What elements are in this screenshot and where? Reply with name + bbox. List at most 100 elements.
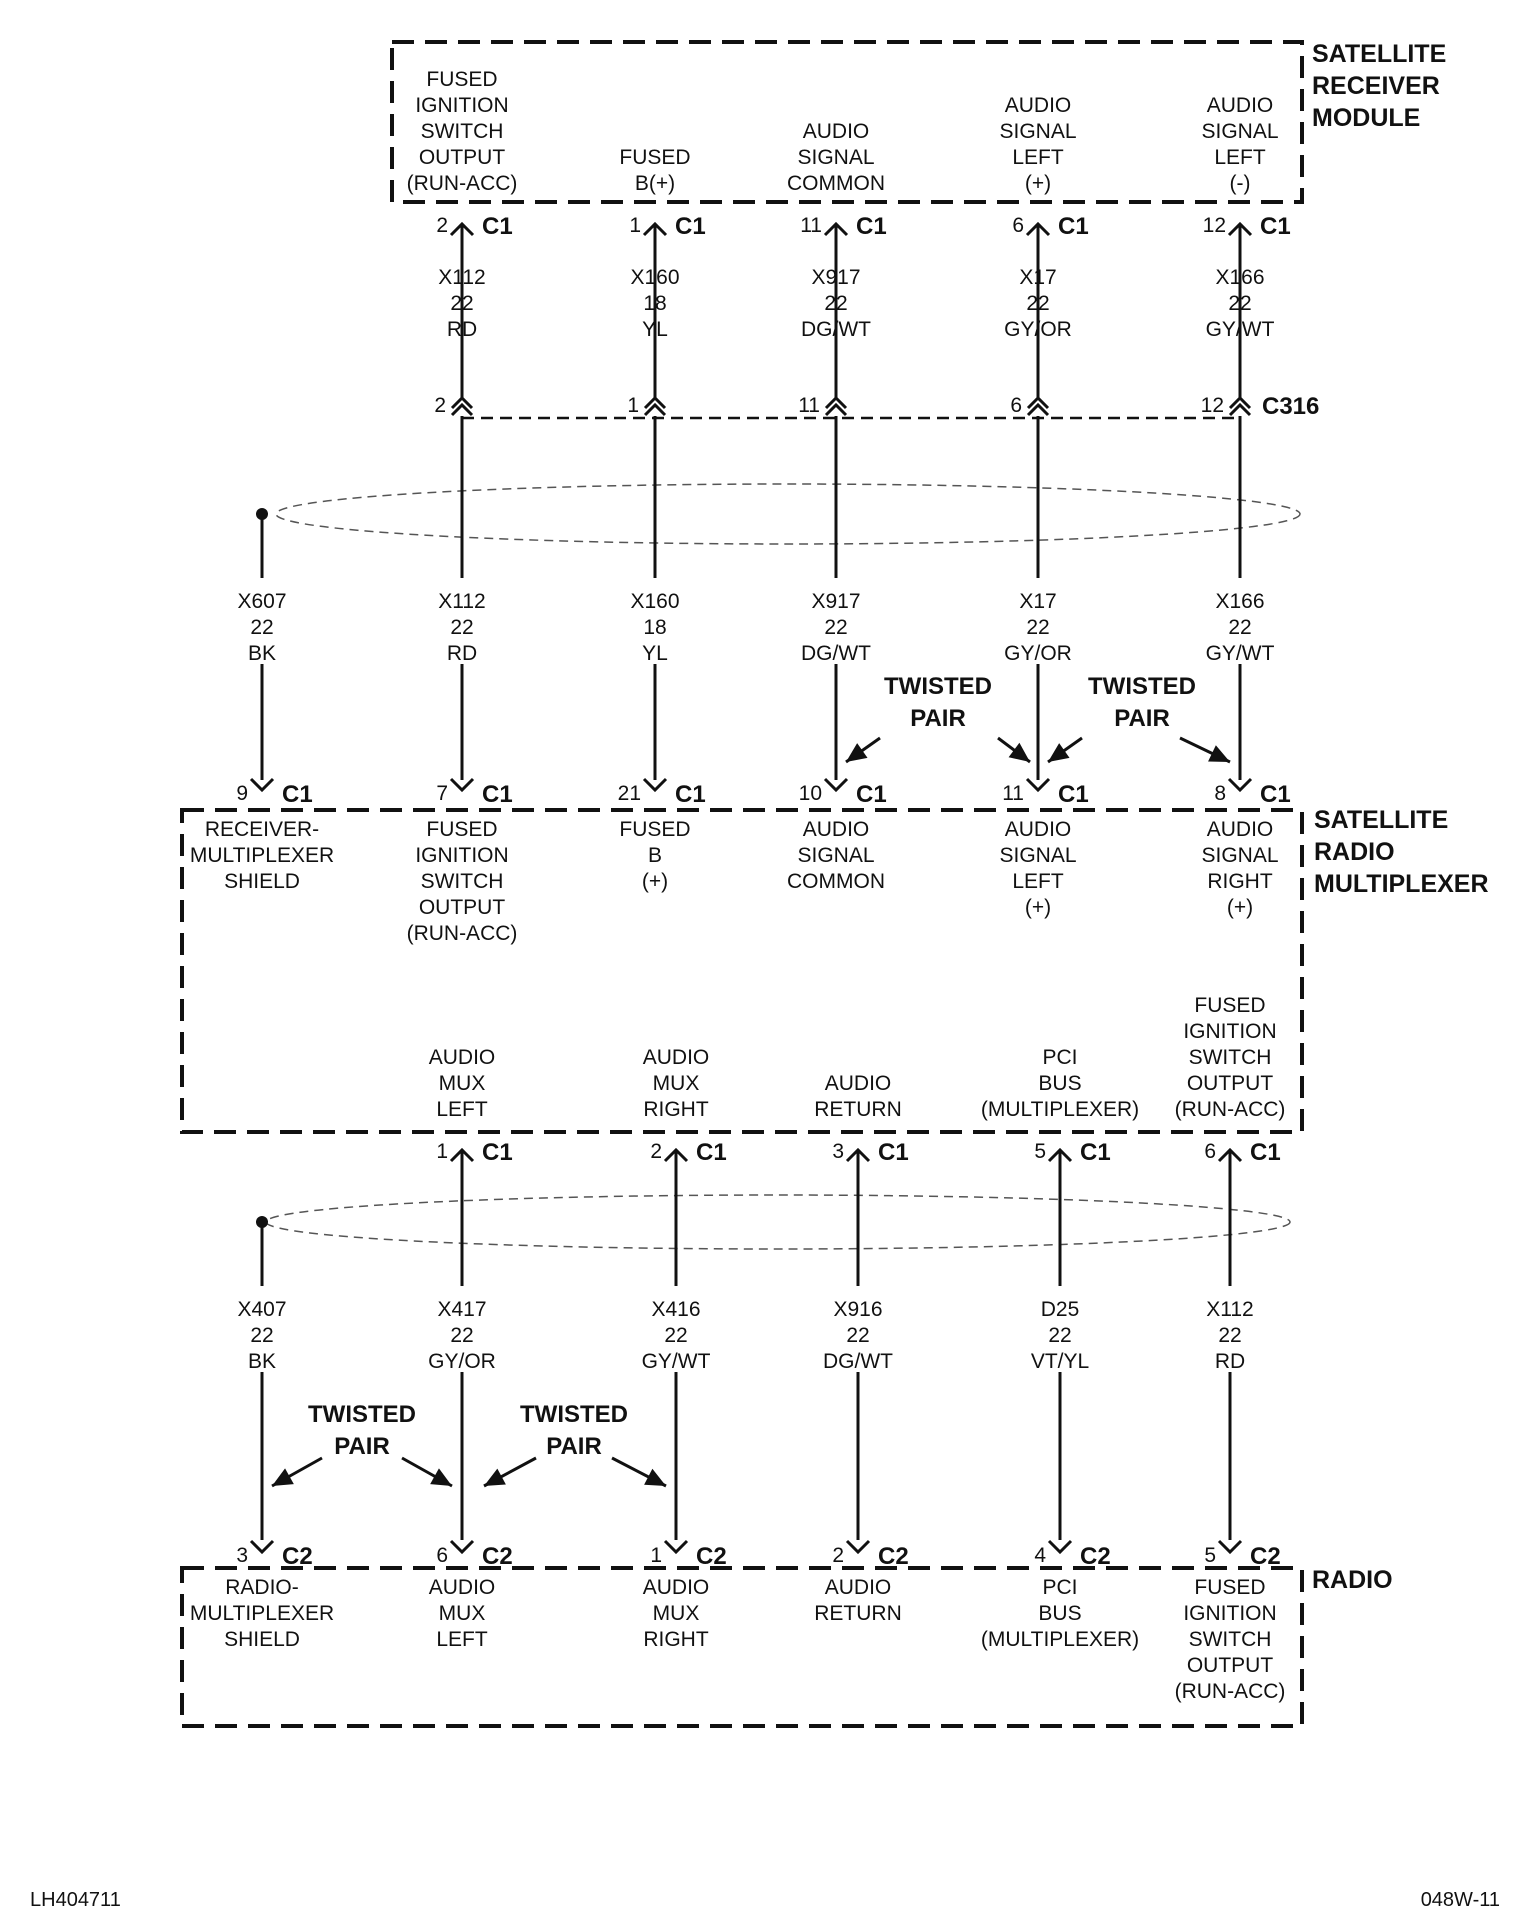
middle-wire-label: 22 <box>1228 616 1251 639</box>
receiver-pin-label: LEFT <box>1012 146 1064 169</box>
lower-wire-label: GY/OR <box>428 1350 496 1373</box>
receiver-pin-number: 6 <box>1012 214 1024 237</box>
mux-top-pin-label: IGNITION <box>415 844 508 867</box>
middle-wire-label: X607 <box>237 590 286 613</box>
receiver-pin-label: SIGNAL <box>797 146 874 169</box>
radio-pin-label: IGNITION <box>1183 1602 1276 1625</box>
mux-bottom-connector-id: C1 <box>482 1139 513 1166</box>
twisted-pair-label-lower-right: TWISTED <box>520 1401 628 1428</box>
mux-top-connector-id: C1 <box>482 781 513 808</box>
mux-top-pin-number: 11 <box>1002 782 1024 805</box>
radio-box <box>180 1566 1304 1728</box>
mux-bottom-connector-id: C1 <box>1080 1139 1111 1166</box>
lower-wire-label: 22 <box>1048 1324 1071 1347</box>
twisted-pair-arrow-head <box>430 1468 452 1486</box>
lower-wire-label: X407 <box>237 1298 286 1321</box>
receiver-pin-label: FUSED <box>426 68 497 91</box>
satellite-receiver-module-box <box>390 40 1304 204</box>
mux-top-pin-label: (RUN-ACC) <box>407 922 518 945</box>
mux-top-pin-number: 7 <box>436 782 448 805</box>
radio-connector-id: C2 <box>878 1543 909 1570</box>
mux-top-pin-connector <box>823 777 849 793</box>
lower-wire-label: X416 <box>651 1298 700 1321</box>
radio-pin-label: PCI <box>1042 1576 1077 1599</box>
mux-top-pin-label: B <box>648 844 662 867</box>
mux-top-pin-label: SHIELD <box>224 870 300 893</box>
mux-bottom-connector-id: C1 <box>878 1139 909 1166</box>
receiver-pin-label: COMMON <box>787 172 885 195</box>
c316-pin-connector <box>1026 395 1050 417</box>
radio-pin-number: 4 <box>1034 1544 1046 1567</box>
c316-pin-connector <box>1228 395 1252 417</box>
mux-top-pin-connector <box>1025 777 1051 793</box>
radio-title: RADIO <box>1312 1566 1393 1594</box>
lower-wire-label: X112 <box>1206 1298 1254 1321</box>
mux-bottom-pin-label: BUS <box>1038 1072 1081 1095</box>
radio-pin-label: OUTPUT <box>1187 1654 1274 1677</box>
middle-wire-label: 22 <box>450 616 473 639</box>
lower-wire-label: X417 <box>437 1298 486 1321</box>
upper-shield-ellipse <box>275 483 1301 545</box>
receiver-pin-label: FUSED <box>619 146 690 169</box>
mux-top-pin-label: RECEIVER- <box>205 818 319 841</box>
c316-pin-connector <box>643 395 667 417</box>
radio-pin-label: AUDIO <box>643 1576 710 1599</box>
receiver-pin-number: 11 <box>800 214 822 237</box>
receiver-connector-id: C1 <box>675 213 706 240</box>
middle-wire-label: BK <box>248 642 276 665</box>
radio-pin-label: RADIO- <box>225 1576 299 1599</box>
lower-wire-label: X916 <box>833 1298 882 1321</box>
receiver-pin-label: B(+) <box>635 172 675 195</box>
middle-wire-label: 22 <box>824 616 847 639</box>
mux-top-pin-connector <box>1227 777 1253 793</box>
radio-pin-label: FUSED <box>1194 1576 1265 1599</box>
radio-pin-connector <box>845 1539 871 1555</box>
mux-bottom-connector-id: C1 <box>696 1139 727 1166</box>
mux-top-pin-label: AUDIO <box>1005 818 1072 841</box>
mux-top-pin-label: OUTPUT <box>419 896 506 919</box>
radio-pin-connector <box>1217 1539 1243 1555</box>
footer-right-code: 048W-11 <box>1421 1889 1500 1911</box>
mux-bottom-pin-number: 1 <box>436 1140 448 1163</box>
mux-bottom-pin-label: MUX <box>653 1072 700 1095</box>
mux-bottom-pin-number: 3 <box>832 1140 844 1163</box>
mux-bottom-pin-label: MUX <box>439 1072 486 1095</box>
radio-pin-label: BUS <box>1038 1602 1081 1625</box>
mux-bottom-pin-label: RIGHT <box>643 1098 709 1121</box>
receiver-pin-label: SIGNAL <box>1201 120 1278 143</box>
radio-pin-label: AUDIO <box>429 1576 496 1599</box>
mux-bottom-connector-id: C1 <box>1250 1139 1281 1166</box>
radio-connector-id: C2 <box>282 1543 313 1570</box>
twisted-pair-arrow-head <box>1208 745 1230 762</box>
lower-wire-label: 22 <box>450 1324 473 1347</box>
radio-pin-number: 6 <box>436 1544 448 1567</box>
receiver-pin-label: AUDIO <box>1207 94 1274 117</box>
middle-wire-label: X112 <box>438 590 486 613</box>
mux-top-connector-id: C1 <box>1260 781 1291 808</box>
twisted-pair-label-upper-right: TWISTED <box>1088 673 1196 700</box>
mux-bottom-pin-label: FUSED <box>1194 994 1265 1017</box>
c316-pin-number: 12 <box>1201 394 1224 417</box>
lower-wire-label: D25 <box>1041 1298 1080 1321</box>
receiver-pin-label: (RUN-ACC) <box>407 172 518 195</box>
lower-shield-ellipse <box>265 1194 1291 1250</box>
receiver-connector-id: C1 <box>856 213 887 240</box>
radio-pin-connector <box>663 1539 689 1555</box>
middle-wire-label: 22 <box>250 616 273 639</box>
middle-wire-label: GY/WT <box>1206 642 1275 665</box>
radio-pin-connector <box>1047 1539 1073 1555</box>
receiver-connector-id: C1 <box>1058 213 1089 240</box>
c316-pin-connector <box>824 395 848 417</box>
mux-bottom-pin-label: (MULTIPLEXER) <box>981 1098 1139 1121</box>
lower-wire-label: 22 <box>250 1324 273 1347</box>
receiver-connector-id: C1 <box>1260 213 1291 240</box>
receiver-pin-label: (-) <box>1230 172 1251 195</box>
mux-bottom-pin-label: SWITCH <box>1189 1046 1272 1069</box>
mux-bottom-pin-label: (RUN-ACC) <box>1175 1098 1286 1121</box>
lower-wire-label: BK <box>248 1350 276 1373</box>
mux-bottom-pin-label: OUTPUT <box>1187 1072 1274 1095</box>
mux-bottom-pin-label: AUDIO <box>429 1046 496 1069</box>
